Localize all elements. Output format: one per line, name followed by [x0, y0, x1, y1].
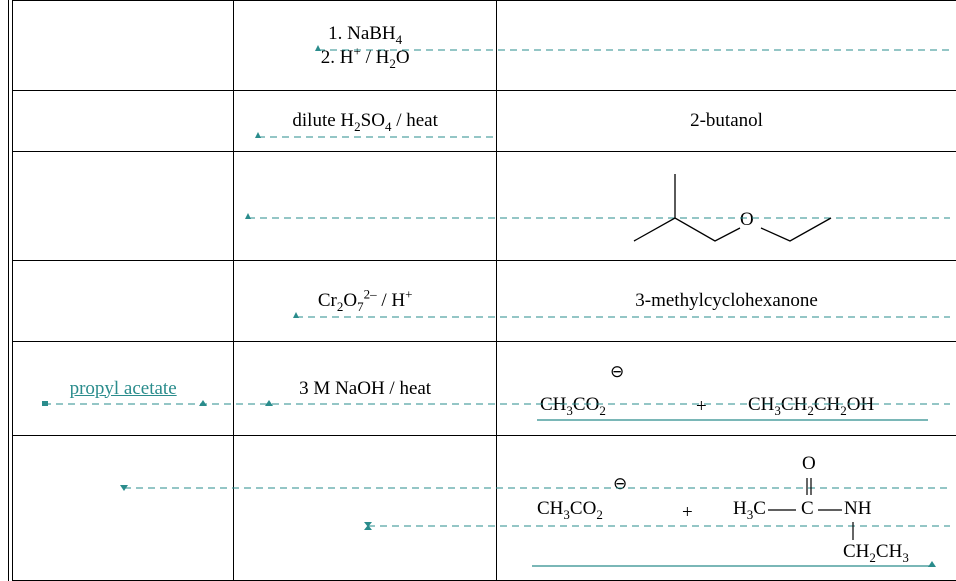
product-cell[interactable]: [496, 341, 956, 436]
reagent-cell[interactable]: 3 M NaOH / heat: [233, 341, 498, 436]
carbonyl-oxygen: O: [802, 453, 816, 474]
reagent-text: 1. NaBH4 2. H+ / H2O: [320, 22, 410, 71]
table-row: dilute H2SO4 / heat 2-butanol: [11, 90, 956, 152]
reactant-cell[interactable]: [11, 90, 235, 152]
product-text: 3-methylcyclohexanone: [635, 290, 818, 311]
acetate-formula: CH3CO2: [537, 498, 603, 522]
table-row: [11, 435, 956, 581]
reactant-cell[interactable]: [11, 0, 235, 91]
plus-sign: +: [682, 502, 693, 523]
product-cell[interactable]: [496, 0, 956, 91]
anion-charge: ⊖: [610, 362, 625, 381]
product-cell[interactable]: [496, 435, 956, 581]
ethyl-group: CH2CH3: [843, 541, 909, 565]
reagent-cell[interactable]: dilute H2SO4 / heat: [233, 90, 498, 152]
reagent-cell[interactable]: [233, 435, 498, 581]
reactant-cell[interactable]: [11, 151, 235, 261]
plus-sign: +: [696, 396, 707, 417]
propanol-formula: CH3CH2CH2OH: [748, 394, 875, 418]
reagent-cell[interactable]: Cr2O72– / H+: [233, 260, 498, 342]
product-cell[interactable]: 2-butanol: [496, 90, 956, 152]
ether-oxygen: O: [740, 209, 754, 230]
table-row: Cr2O72– / H+ 3-methylcyclohexanone: [11, 260, 956, 342]
reagent-text: 3 M NaOH / heat: [299, 377, 432, 399]
reaction-table: 1. NaBH4 2. H+ / H2O dilute H2SO4 / heat…: [11, 0, 956, 581]
table-row: 1. NaBH4 2. H+ / H2O: [11, 0, 956, 91]
reagent-text: Cr2O72– / H+: [317, 286, 413, 314]
reactant-cell[interactable]: [11, 435, 235, 581]
carbonyl-carbon: C: [801, 498, 814, 519]
reagent-cell[interactable]: [233, 151, 498, 261]
table-row: propyl acetate 3 M NaOH / heat: [11, 341, 956, 436]
reagent-cell[interactable]: 1. NaBH4 2. H+ / H2O: [233, 0, 498, 91]
product-cell[interactable]: 3-methylcyclohexanone: [496, 260, 956, 342]
product-text: 2-butanol: [690, 110, 763, 131]
anion-charge: ⊖: [613, 474, 628, 493]
table-row: [11, 151, 956, 261]
product-cell[interactable]: [496, 151, 956, 261]
reactant-link[interactable]: propyl acetate: [69, 377, 177, 399]
reagent-text: dilute H2SO4 / heat: [292, 110, 438, 134]
reactant-cell[interactable]: propyl acetate: [11, 341, 235, 436]
methyl-group: H3C: [733, 498, 766, 522]
amine-group: NH: [844, 498, 872, 519]
reactant-cell[interactable]: [11, 260, 235, 342]
acetate-formula: CH3CO2: [540, 394, 606, 418]
left-margin-rule: [8, 0, 9, 581]
